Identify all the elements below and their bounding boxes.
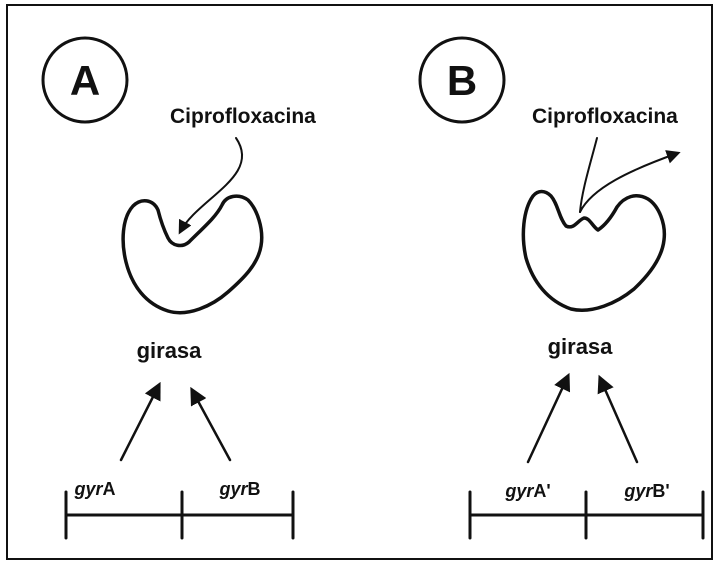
panel-a-enzyme-label: girasa xyxy=(137,338,203,363)
panel-b: B Ciprofloxacina girasa gyrA' gyrB' xyxy=(420,38,703,538)
panel-b-gene-gyrb-prime: gyrB' xyxy=(623,481,669,501)
panel-b-deflected-arrow xyxy=(580,153,678,212)
panel-a-gene-gyra: gyrA xyxy=(73,479,115,499)
panel-a-gene-gyrb: gyrB xyxy=(218,479,260,499)
panel-b-label: B xyxy=(447,57,477,104)
panel-b-gene-gyra-prime: gyrA' xyxy=(504,481,550,501)
panel-b-gene-arrow-right xyxy=(600,378,637,462)
panel-a: A Ciprofloxacina girasa gyrA gyrB xyxy=(43,38,316,538)
panel-b-gene-arrow-left xyxy=(528,376,568,462)
panel-a-gene-arrow-right xyxy=(192,390,230,460)
panel-a-gene-arrow-left xyxy=(121,385,159,460)
panel-b-gyrase-shape xyxy=(523,192,664,311)
panel-a-gyrase-shape xyxy=(123,196,262,313)
panel-b-drug-label: Ciprofloxacina xyxy=(532,105,678,128)
panel-b-enzyme-label: girasa xyxy=(548,334,614,359)
panel-a-label: A xyxy=(70,57,100,104)
panel-a-drug-label: Ciprofloxacina xyxy=(170,105,316,128)
